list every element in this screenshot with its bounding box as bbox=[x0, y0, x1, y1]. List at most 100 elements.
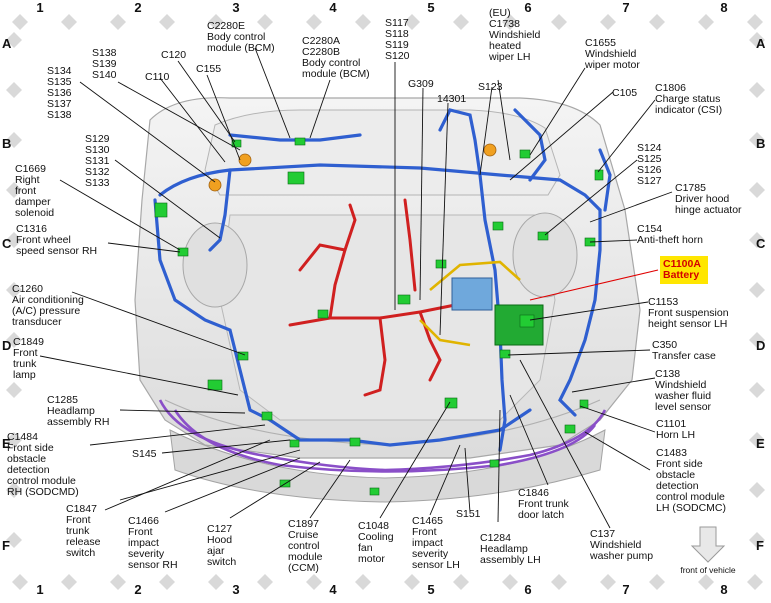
grid-col-5: 5 bbox=[427, 0, 434, 15]
border-diamond bbox=[502, 574, 518, 590]
border-diamond bbox=[61, 574, 77, 590]
grid-col-8-bottom: 8 bbox=[720, 582, 727, 597]
grid-col-1: 1 bbox=[36, 0, 43, 15]
connector bbox=[499, 349, 511, 359]
connectors bbox=[154, 137, 604, 496]
grid-row-b: B bbox=[2, 136, 11, 151]
down-arrow-icon bbox=[690, 526, 726, 563]
border-diamond bbox=[649, 574, 665, 590]
border-diamond bbox=[6, 182, 22, 198]
border-diamond bbox=[551, 574, 567, 590]
grid-row-d: D bbox=[2, 338, 11, 353]
border-diamond bbox=[6, 532, 22, 548]
connector bbox=[537, 231, 549, 241]
grid-col-6: 6 bbox=[524, 0, 531, 15]
grid-col-1-bottom: 1 bbox=[36, 582, 43, 597]
grid-row-f-right: F bbox=[756, 538, 764, 553]
connector bbox=[564, 424, 576, 434]
grid-row-a: A bbox=[2, 36, 12, 51]
label-s151: S151 bbox=[456, 508, 481, 520]
border-diamond bbox=[306, 574, 322, 590]
grid-col-7: 7 bbox=[622, 0, 629, 15]
connector bbox=[492, 221, 504, 231]
label-g309: G309 bbox=[408, 78, 434, 90]
border-diamond bbox=[600, 14, 616, 30]
grid-col-2-bottom: 2 bbox=[134, 582, 141, 597]
border-zigzag bbox=[6, 14, 765, 590]
border-diamond bbox=[749, 532, 765, 548]
grid-row-a-right: A bbox=[756, 36, 766, 51]
grid-row-c-right: C bbox=[756, 236, 766, 251]
front-of-vehicle-label: front of vehicle bbox=[680, 565, 736, 575]
border-diamond bbox=[749, 182, 765, 198]
label-s123: S123 bbox=[478, 81, 503, 93]
border-diamond bbox=[749, 232, 765, 248]
border-diamond bbox=[698, 14, 714, 30]
label-14301: 14301 bbox=[437, 93, 466, 105]
border-diamond bbox=[6, 82, 22, 98]
border-diamond bbox=[404, 574, 420, 590]
grid-row-labels-left: A B C D E F bbox=[2, 36, 12, 553]
label-c110: C110 bbox=[145, 71, 169, 83]
border-diamond bbox=[110, 14, 126, 30]
grid-column-labels-bottom: 1 2 3 4 5 6 7 8 bbox=[36, 582, 727, 597]
border-diamond bbox=[747, 14, 763, 30]
border-diamond bbox=[551, 14, 567, 30]
connector bbox=[261, 411, 273, 421]
border-diamond bbox=[749, 432, 765, 448]
grid-col-6-bottom: 6 bbox=[524, 582, 531, 597]
border-diamond bbox=[12, 574, 28, 590]
grid-col-8: 8 bbox=[720, 0, 727, 15]
border-diamond bbox=[6, 382, 22, 398]
border-diamond bbox=[749, 32, 765, 48]
border-diamond bbox=[6, 432, 22, 448]
border-diamond bbox=[110, 574, 126, 590]
leader-lines bbox=[39, 47, 673, 529]
border-diamond bbox=[749, 82, 765, 98]
connector bbox=[594, 169, 604, 181]
connector bbox=[317, 309, 329, 319]
connector bbox=[489, 459, 500, 468]
border-diamond bbox=[649, 14, 665, 30]
label-c105: C105 bbox=[612, 87, 637, 99]
grid-row-labels-right: A B C D E F bbox=[756, 36, 766, 553]
connector bbox=[154, 202, 168, 218]
border-diamond bbox=[6, 132, 22, 148]
border-diamond bbox=[6, 282, 22, 298]
connector bbox=[519, 149, 531, 159]
grid-row-f: F bbox=[2, 538, 10, 553]
border-diamond bbox=[6, 332, 22, 348]
grid-column-labels-top: 1 2 3 4 5 6 7 8 bbox=[36, 0, 727, 15]
border-diamond bbox=[12, 14, 28, 30]
border-diamond bbox=[257, 14, 273, 30]
border-diamond bbox=[159, 14, 175, 30]
border-diamond bbox=[502, 14, 518, 30]
grid-row-d-right: D bbox=[756, 338, 765, 353]
border-diamond bbox=[6, 232, 22, 248]
connector bbox=[287, 171, 305, 185]
harness-purple bbox=[158, 399, 607, 473]
